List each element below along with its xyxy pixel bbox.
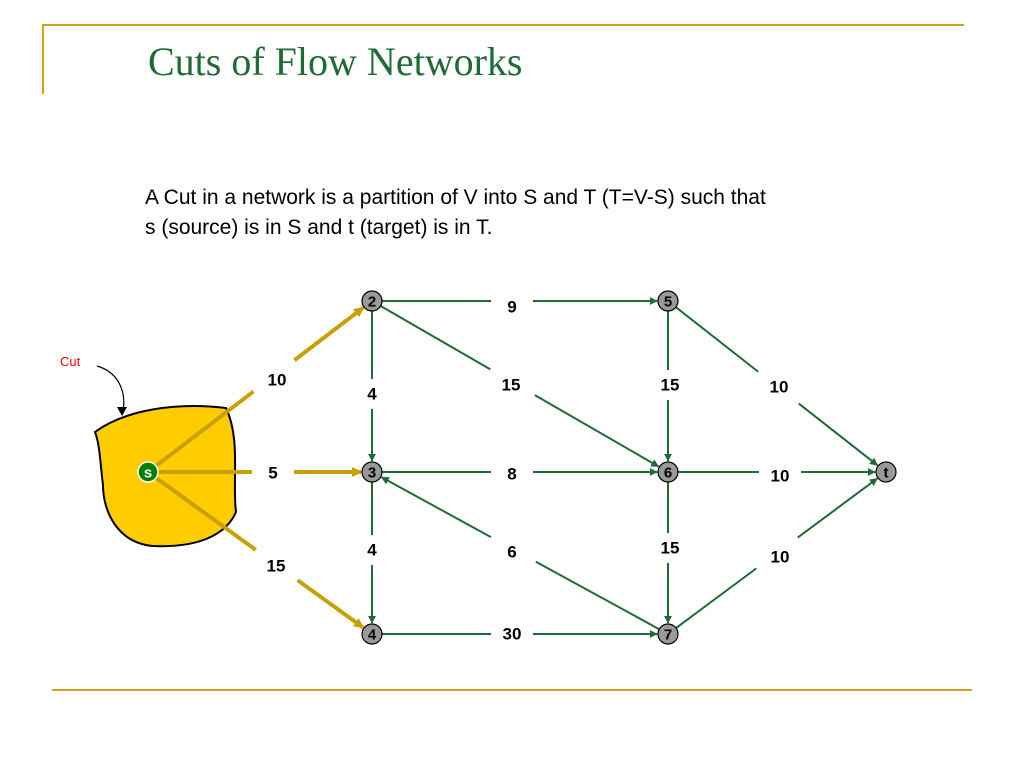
edge-3-4: 4 [367, 482, 377, 624]
edge-capacity-s-2: 10 [268, 371, 287, 390]
node-3-label: 3 [368, 465, 376, 482]
edge-s-4-head [296, 578, 365, 630]
node-2-label: 2 [368, 294, 376, 311]
node-6-label: 6 [664, 465, 672, 482]
node-5-circle [657, 290, 679, 312]
nodes-layer: s 2 3 4 5 6 7 t [137, 290, 897, 645]
edge-s-2-tail [154, 389, 255, 468]
edge-capacity-5-t: 10 [770, 378, 789, 397]
cut-region [93, 405, 238, 548]
node-t-circle [875, 461, 897, 483]
edges-layer: 10 5 15 9 4 15 8 4 6 30 15 10 10 15 10 [154, 297, 878, 644]
node-3-circle [361, 461, 383, 483]
edge-s-4: 15 [154, 476, 365, 630]
node-6-circle [657, 461, 679, 483]
edge-7-3: 6 [380, 476, 660, 631]
cut-label: Cut [60, 354, 81, 369]
edge-3-6: 8 [382, 465, 658, 484]
node-4: 4 [361, 623, 383, 645]
edge-capacity-7-t: 10 [771, 548, 790, 567]
edge-capacity-7-3: 6 [507, 543, 516, 562]
definition-line-1: A Cut in a network is a partition of V i… [145, 186, 766, 209]
node-2-circle [361, 290, 383, 312]
edge-2-6-head [534, 394, 660, 468]
edge-capacity-3-4: 4 [367, 541, 377, 560]
node-2: 2 [361, 290, 383, 312]
node-4-label: 4 [368, 627, 377, 644]
edge-7-t-tail [675, 567, 757, 629]
edge-5-6: 15 [661, 311, 680, 462]
node-4-circle [361, 623, 383, 645]
edge-capacity-2-3: 4 [367, 385, 377, 404]
top-accent-rule [42, 24, 964, 26]
edge-s-2: 10 [154, 306, 365, 468]
edge-s-4-tail [154, 476, 257, 552]
edge-capacity-4-7: 30 [503, 625, 522, 644]
edge-2-5: 9 [382, 297, 658, 317]
edge-5-t-head [798, 402, 878, 466]
edge-capacity-s-3: 5 [268, 464, 277, 483]
edge-5-t-tail [675, 306, 759, 373]
edge-capacity-s-4: 15 [267, 557, 286, 576]
node-s-label: s [144, 465, 152, 482]
edge-capacity-2-5: 9 [507, 298, 516, 317]
edge-2-6: 15 [380, 305, 660, 468]
edge-capacity-3-6: 8 [507, 465, 516, 484]
edge-7-3-head [380, 476, 492, 538]
cut-definition: A Cut in a network is a partition of V i… [145, 183, 935, 243]
node-t: t [875, 461, 897, 483]
bottom-accent-rule [52, 689, 972, 691]
node-t-label: t [884, 465, 889, 482]
node-6: 6 [657, 461, 679, 483]
node-s-circle [137, 461, 159, 483]
edge-s-2-head [293, 306, 365, 362]
definition-line-2: s (source) is in S and t (target) is in … [145, 216, 493, 239]
edge-2-3: 4 [367, 311, 377, 462]
node-s: s [137, 461, 159, 483]
edge-4-7: 30 [382, 625, 658, 644]
edge-7-3-tail [535, 560, 660, 631]
node-5-label: 5 [664, 294, 672, 311]
edge-capacity-6-t: 10 [771, 467, 790, 486]
node-7-label: 7 [664, 627, 672, 644]
edge-6-t: 10 [678, 467, 876, 486]
left-accent-rule [42, 24, 44, 94]
edge-7-t-head [797, 477, 878, 539]
edge-5-t: 10 [675, 306, 878, 466]
edge-capacity-2-6: 15 [502, 376, 521, 395]
node-3: 3 [361, 461, 383, 483]
slide-title: Cuts of Flow Networks [148, 39, 523, 84]
node-7-circle [657, 623, 679, 645]
edge-s-3: 5 [158, 464, 362, 483]
edge-7-t: 10 [675, 477, 878, 629]
edge-2-6-tail [380, 305, 491, 371]
node-7: 7 [657, 623, 679, 645]
edge-capacity-5-6: 15 [661, 376, 680, 395]
cut-pointer-arrowhead [117, 407, 127, 416]
edge-6-7: 15 [661, 482, 680, 624]
node-5: 5 [657, 290, 679, 312]
edge-capacity-6-7: 15 [661, 539, 680, 558]
